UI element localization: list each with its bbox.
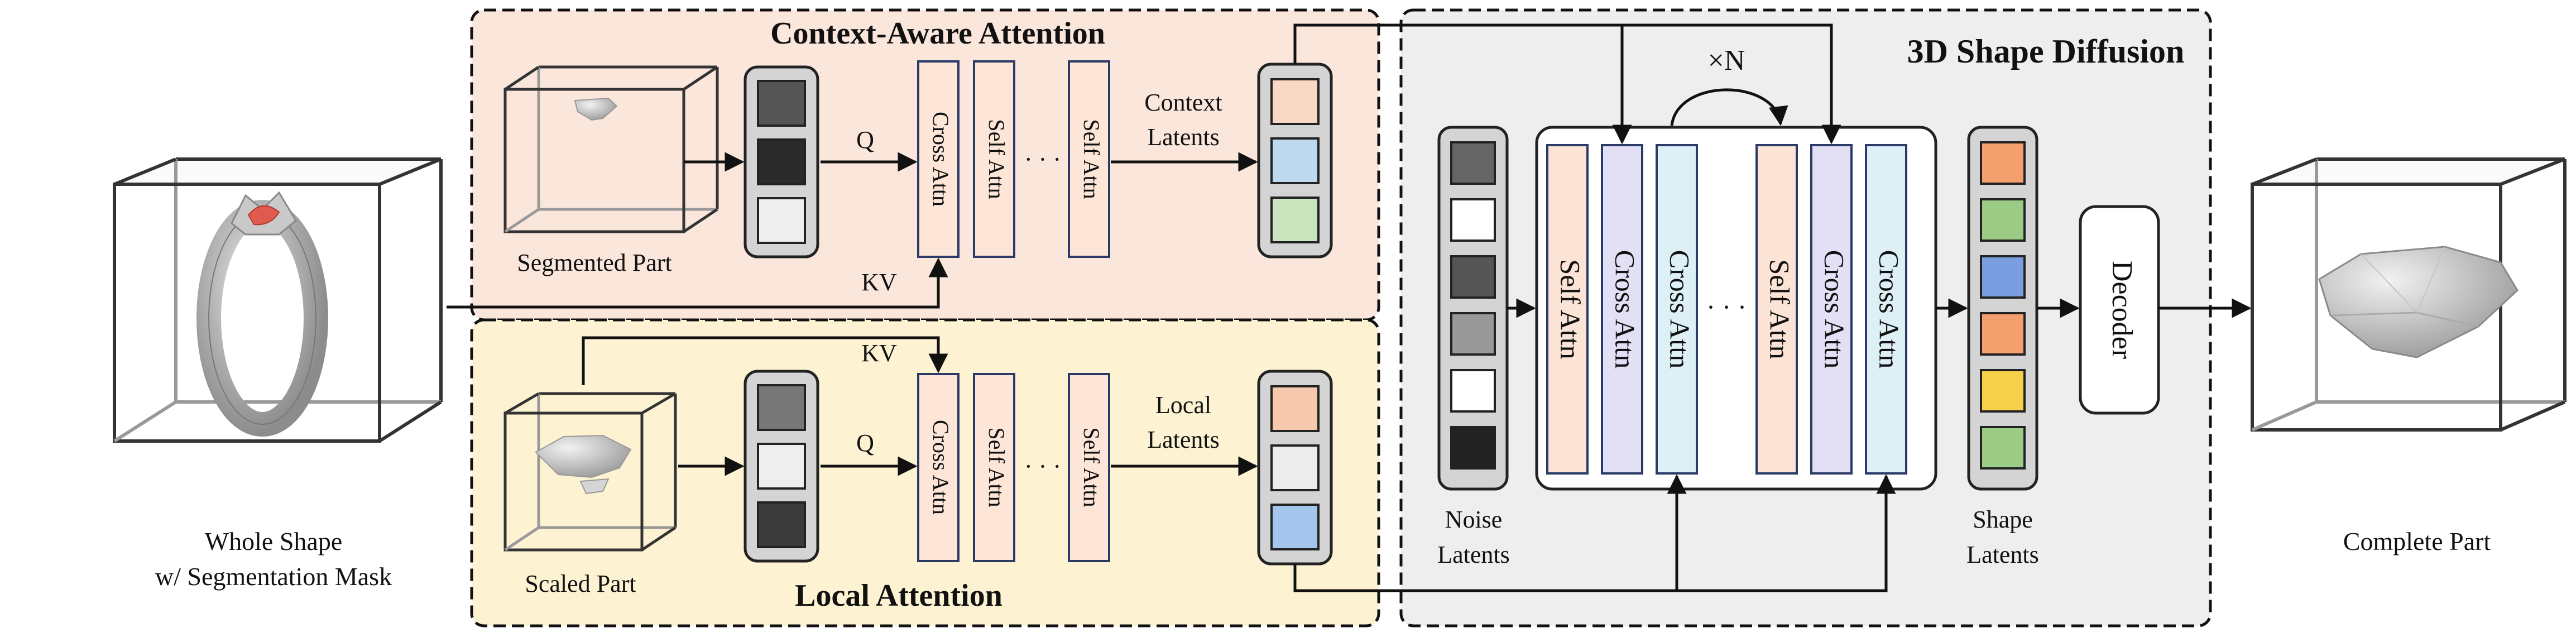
local-cross-attn-block	[917, 373, 960, 562]
shape-latent-6	[1980, 426, 2026, 470]
context-cross-attn-block	[917, 60, 960, 258]
diffusion-block-4	[1755, 144, 1798, 475]
diffusion-block-5	[1810, 144, 1853, 475]
diffusion-block-3	[1656, 144, 1698, 475]
local-latent-1	[1270, 385, 1320, 432]
noise-latents-label-line2: Latents	[1437, 541, 1510, 568]
diffusion-block-label-5: Cross Attn	[1819, 250, 1850, 369]
context-attention-title: Context-Aware Attention	[770, 16, 1105, 51]
diffusion-block-label-3: Cross Attn	[1664, 250, 1696, 369]
shape-latent-4	[1980, 312, 2026, 356]
local-q-label: Q	[856, 429, 874, 457]
shape-latents-label-line2: Latents	[1966, 541, 2039, 568]
shape-latent-3	[1980, 255, 2026, 299]
noise-latent-6	[1450, 426, 1496, 470]
ring-shape	[196, 191, 328, 437]
context-self-attn-block-1	[973, 60, 1015, 258]
diffusion-title: 3D Shape Diffusion	[1907, 33, 2185, 70]
diffusion-block-label-6: Cross Attn	[1874, 250, 1905, 369]
scaled-part-label: Scaled Part	[525, 570, 636, 597]
context-token-3	[757, 197, 806, 244]
local-self-attn-label-2: Self Attn	[1079, 427, 1104, 507]
local-self-attn-block-2	[1068, 373, 1110, 562]
scaled-part-cube	[503, 392, 677, 552]
complete-part-gem	[2318, 246, 2519, 358]
context-q-label: Q	[856, 126, 874, 154]
shape-latents-label-line1: Shape	[1973, 506, 2033, 533]
local-latents-label-line1: Local	[1155, 391, 1211, 419]
diffusion-block-label-2: Cross Attn	[1610, 250, 1641, 369]
shape-latent-2	[1980, 198, 2026, 242]
context-ellipsis: · · ·	[1024, 146, 1061, 173]
context-token-2	[757, 138, 806, 185]
context-latent-1	[1270, 78, 1320, 125]
noise-latent-5	[1450, 369, 1496, 413]
context-self-attn-label-1: Self Attn	[984, 119, 1009, 199]
whole-shape-kv-arrow	[447, 257, 948, 309]
context-latents-to-diffusion-arrow	[1293, 23, 1841, 145]
input-label-line1: Whole Shape	[205, 527, 343, 555]
diffusion-block-6	[1865, 144, 1907, 475]
segmented-part-label: Segmented Part	[517, 249, 671, 276]
scaled-part-gem	[535, 434, 632, 495]
local-kv-label: KV	[861, 339, 897, 367]
noise-latent-1	[1450, 141, 1496, 185]
local-latent-3	[1270, 504, 1320, 550]
context-cross-attn-label: Cross Attn	[928, 112, 953, 207]
local-self-attn-block-1	[973, 373, 1015, 562]
context-token-1	[757, 80, 806, 127]
diffusion-block-label-1: Self Attn	[1555, 259, 1586, 359]
local-latent-2	[1270, 444, 1320, 491]
local-latents-to-diffusion-arrow	[1293, 474, 1896, 592]
local-attention-title: Local Attention	[795, 578, 1002, 613]
diffusion-block-2	[1601, 144, 1643, 475]
noise-latent-4	[1450, 312, 1496, 356]
noise-latent-3	[1450, 255, 1496, 299]
output-label: Complete Part	[2343, 527, 2491, 555]
complete-part-cube	[2251, 157, 2567, 432]
segmented-part-gem	[574, 97, 618, 121]
diffusion-block-1	[1546, 144, 1589, 475]
decoder-block	[2079, 205, 2160, 415]
decoder-label: Decoder	[2106, 261, 2138, 359]
local-token-3	[757, 501, 806, 548]
noise-latent-2	[1450, 198, 1496, 242]
context-latents-label-line1: Context	[1144, 89, 1222, 116]
repeat-arc	[1670, 88, 1788, 126]
local-cross-attn-label: Cross Attn	[928, 420, 953, 515]
shape-latent-5	[1980, 369, 2026, 413]
context-latent-2	[1270, 137, 1320, 184]
local-token-1	[757, 384, 806, 431]
context-kv-label: KV	[861, 269, 897, 296]
context-self-attn-block-2	[1068, 60, 1110, 258]
repeat-label: ×N	[1708, 45, 1745, 76]
local-latents-label-line2: Latents	[1147, 426, 1220, 453]
noise-latents-label-line1: Noise	[1445, 506, 1503, 533]
context-self-attn-label-2: Self Attn	[1079, 119, 1104, 199]
diffusion-block-label-4: Self Attn	[1764, 259, 1796, 359]
context-latents-label-line2: Latents	[1147, 123, 1220, 151]
diffusion-ellipsis: · · ·	[1706, 293, 1747, 322]
scaled-part-kv-arrow	[582, 336, 948, 385]
local-self-attn-label-1: Self Attn	[984, 427, 1009, 507]
input-label-line2: w/ Segmentation Mask	[155, 562, 392, 591]
context-latent-3	[1270, 197, 1320, 243]
local-ellipsis: · · ·	[1024, 453, 1061, 480]
shape-latent-1	[1980, 141, 2026, 185]
local-token-2	[757, 443, 806, 490]
